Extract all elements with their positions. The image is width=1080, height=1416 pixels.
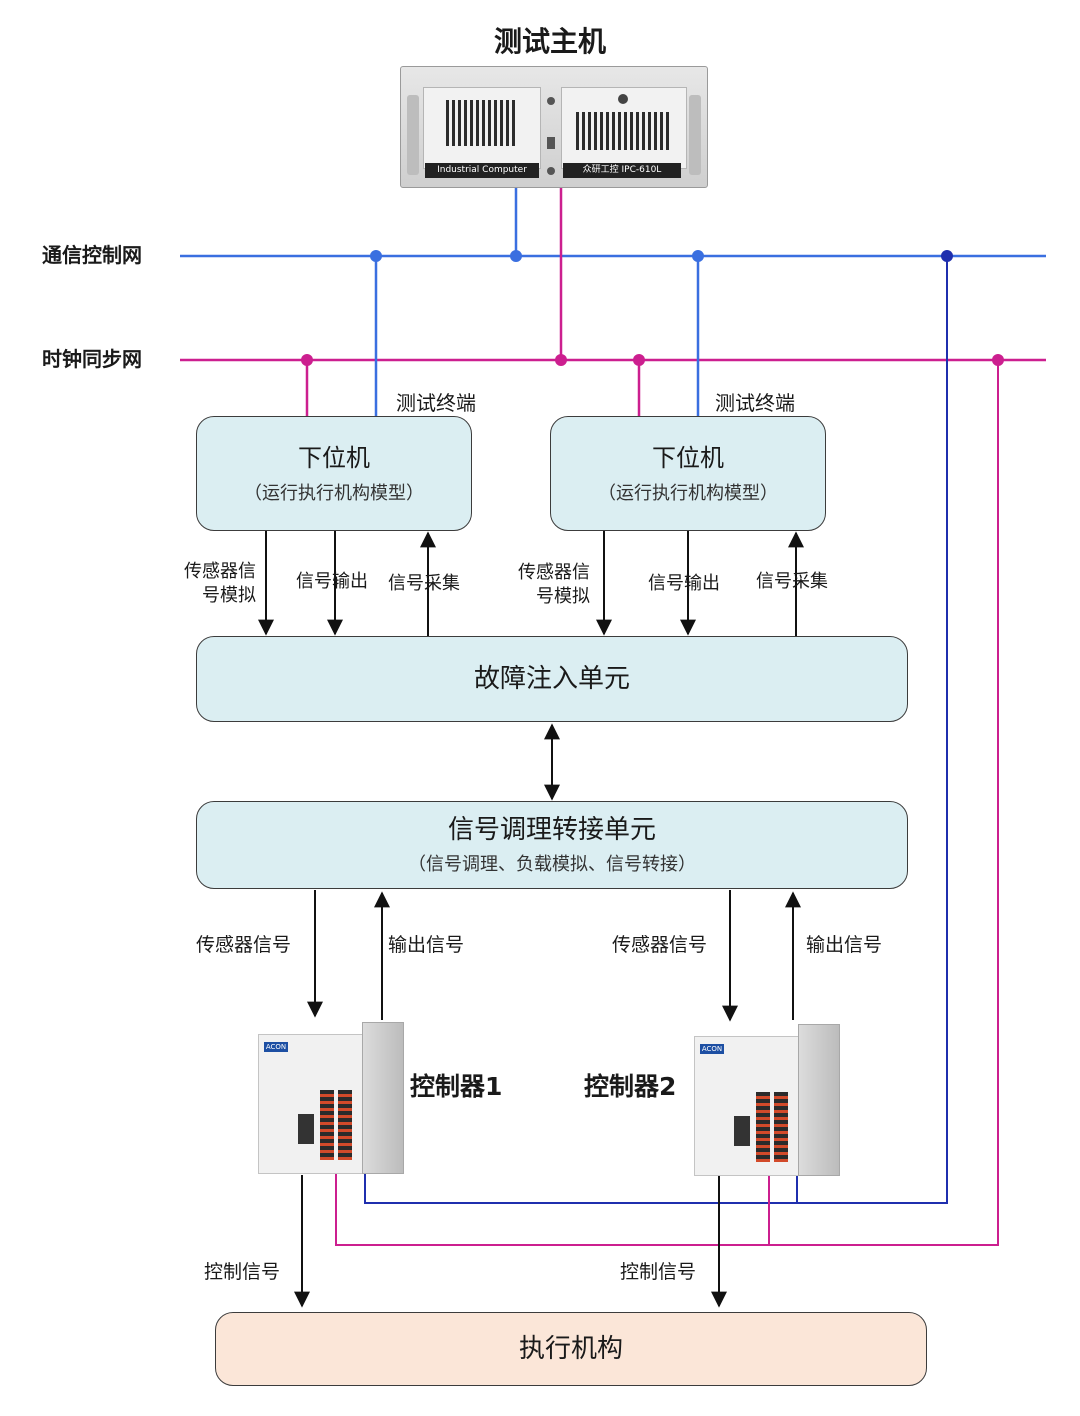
terminal1-caption: 测试终端 — [396, 391, 476, 415]
terminal1-title: 下位机 — [298, 443, 370, 472]
terminal2-subtitle: （运行执行机构模型） — [598, 482, 778, 504]
terminal-block-icon — [774, 1092, 788, 1162]
led-indicator-icon — [547, 97, 555, 105]
junction-dot — [992, 354, 1004, 366]
signal-unit-subtitle: （信号调理、负载模拟、信号转接） — [408, 854, 696, 876]
c1-output-label: 输出信号 — [388, 934, 465, 956]
t2-output-label: 信号输出 — [648, 573, 720, 594]
actuator-title: 执行机构 — [518, 1333, 623, 1364]
front-panel-right — [561, 87, 687, 169]
junction-dot — [692, 250, 704, 262]
terminal-block-icon — [338, 1090, 352, 1160]
vent-grille — [446, 100, 518, 146]
actuator-box: 执行机构 — [215, 1312, 927, 1386]
connector-icon — [734, 1116, 750, 1146]
terminal2-caption: 测试终端 — [715, 391, 795, 415]
terminal-block-icon — [756, 1092, 770, 1162]
t2-collect-label: 信号采集 — [756, 571, 828, 592]
junction-dot — [301, 354, 313, 366]
c1-sensor-label: 传感器信号 — [196, 934, 292, 956]
terminal1-box: 下位机 （运行执行机构模型） — [196, 416, 472, 531]
rack-handle — [689, 95, 701, 175]
t2-sensor-label: 传感器信 号模拟 — [518, 562, 590, 607]
junction-dot — [555, 354, 567, 366]
fault-injection-unit: 故障注入单元 — [196, 636, 908, 722]
front-panel-left — [423, 87, 541, 169]
c2-sensor-label: 传感器信号 — [612, 934, 708, 956]
controller1-device: ACON — [258, 1022, 404, 1174]
industrial-computer: Industrial Computer 众研工控 IPC-610L — [400, 66, 708, 188]
controller-comm-bus — [364, 256, 948, 1204]
controller1-label: 控制器1 — [410, 1072, 503, 1101]
power-button-icon — [547, 167, 555, 175]
controller1-brand: ACON — [264, 1042, 288, 1052]
t1-output-label: 信号输出 — [296, 571, 368, 592]
terminal2-title: 下位机 — [652, 443, 724, 472]
t1-collect-label: 信号采集 — [388, 573, 460, 594]
controller2-brand: ACON — [700, 1044, 724, 1054]
junction-dot — [941, 250, 953, 262]
key-lock-icon — [618, 94, 628, 104]
clock-network-label: 时钟同步网 — [42, 347, 142, 371]
terminal-block-icon — [320, 1090, 334, 1160]
usb-port-icon — [547, 137, 555, 149]
terminal2-box: 下位机 （运行执行机构模型） — [550, 416, 826, 531]
c2-output-label: 输出信号 — [806, 934, 883, 956]
host-title: 测试主机 — [493, 25, 606, 58]
signal-conditioning-unit: 信号调理转接单元 （信号调理、负载模拟、信号转接） — [196, 801, 908, 889]
controller2-device: ACON — [694, 1024, 840, 1176]
controller2-label: 控制器2 — [584, 1072, 677, 1101]
fault-unit-title: 故障注入单元 — [473, 663, 630, 694]
junction-dot — [510, 250, 522, 262]
host-badge-left: Industrial Computer — [425, 163, 539, 178]
host-badge-right: 众研工控 IPC-610L — [563, 163, 681, 178]
vent-grille — [576, 112, 672, 150]
junction-dot — [633, 354, 645, 366]
comm-network-label: 通信控制网 — [42, 243, 142, 267]
c2-control-label: 控制信号 — [620, 1261, 697, 1283]
signal-unit-title: 信号调理转接单元 — [447, 814, 656, 845]
controller-clock-bus — [335, 360, 999, 1246]
junction-dot — [370, 250, 382, 262]
rack-handle — [407, 95, 419, 175]
connector-icon — [298, 1114, 314, 1144]
c1-control-label: 控制信号 — [204, 1261, 281, 1283]
terminal1-subtitle: （运行执行机构模型） — [244, 482, 424, 504]
t1-sensor-label: 传感器信 号模拟 — [184, 561, 256, 606]
